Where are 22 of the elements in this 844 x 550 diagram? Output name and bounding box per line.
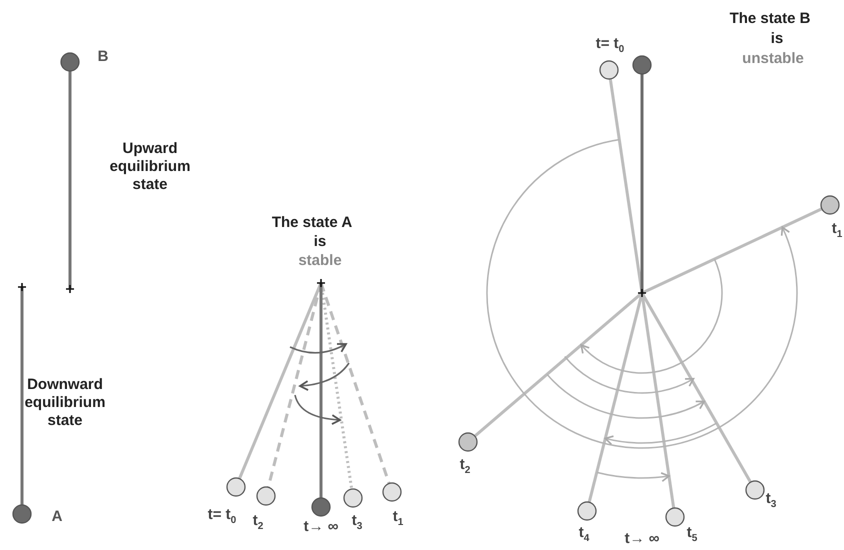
time-label: t→ ∞	[624, 530, 660, 548]
time-label: t$_{4}$	[578, 524, 590, 546]
text-label: Downward equilibrium state	[24, 376, 106, 430]
time-label: t$_{3}$	[766, 490, 776, 512]
time-label: t$_{5}$	[686, 524, 698, 546]
time-label: t= t$_{0}$	[208, 506, 236, 528]
time-label: t$_{1}$	[392, 508, 404, 530]
time-label: t$_{2}$	[252, 512, 264, 534]
time-label: t$_{2}$	[460, 456, 470, 478]
text-label: unstable	[742, 50, 804, 68]
time-label: t$_{1}$	[832, 220, 842, 242]
text-label: stable	[298, 252, 342, 270]
text-label: Upward equilibrium state	[108, 140, 192, 194]
time-label: t$_{3}$	[352, 512, 362, 534]
time-label: t= t$_{0}$	[596, 35, 624, 57]
text-label: A	[52, 508, 62, 526]
time-label: t→ ∞	[304, 518, 338, 536]
text-label: The state A	[272, 214, 352, 232]
text-label: The state B	[730, 10, 810, 28]
text-label: B	[98, 48, 108, 66]
text-label: is	[314, 233, 326, 251]
text-label: is	[770, 30, 784, 48]
